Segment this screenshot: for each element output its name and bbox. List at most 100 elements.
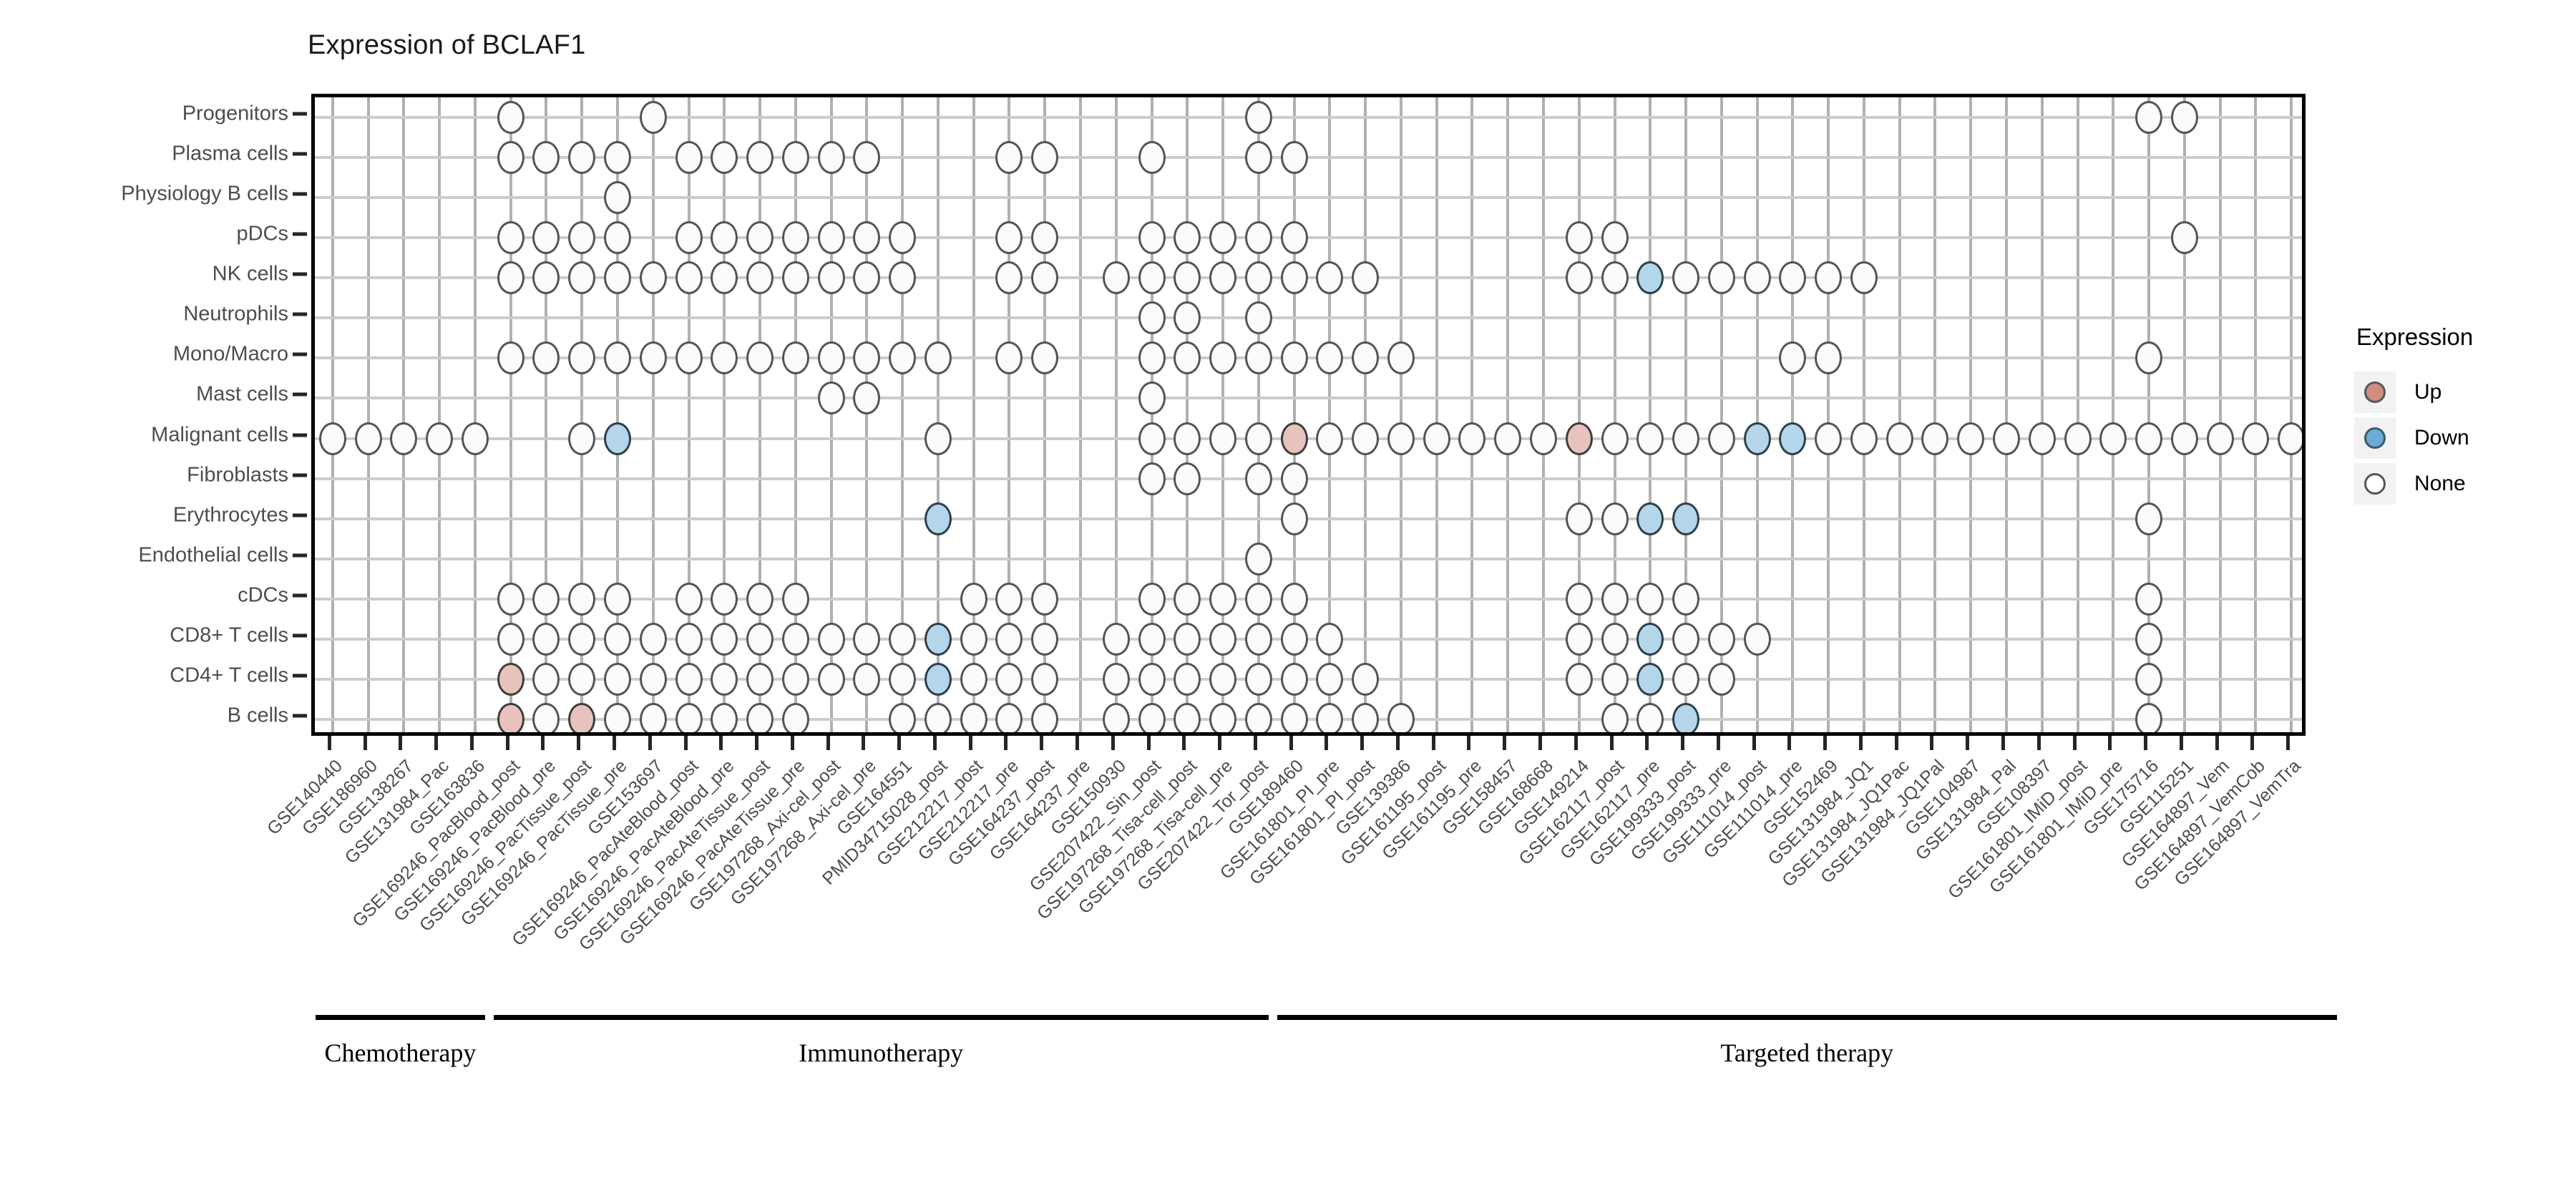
expression-dot[interactable]	[995, 702, 1023, 732]
expression-dot[interactable]	[604, 702, 632, 732]
expression-dot[interactable]	[568, 662, 596, 696]
expression-dot[interactable]	[604, 141, 632, 175]
expression-dot[interactable]	[1565, 662, 1593, 696]
expression-dot[interactable]	[1601, 221, 1629, 255]
expression-dot[interactable]	[1707, 422, 1735, 455]
expression-dot[interactable]	[1672, 622, 1700, 656]
expression-dot[interactable]	[711, 702, 738, 732]
expression-dot[interactable]	[1031, 662, 1059, 696]
expression-dot[interactable]	[1280, 221, 1308, 255]
expression-dot[interactable]	[853, 341, 881, 375]
expression-dot[interactable]	[532, 662, 560, 696]
expression-dot[interactable]	[1707, 261, 1735, 295]
expression-dot[interactable]	[1209, 422, 1237, 455]
expression-dot[interactable]	[1601, 702, 1629, 732]
expression-dot[interactable]	[1850, 261, 1878, 295]
expression-dot[interactable]	[1779, 341, 1807, 375]
expression-dot[interactable]	[1138, 622, 1166, 656]
expression-dot[interactable]	[604, 422, 632, 455]
expression-dot[interactable]	[1174, 702, 1201, 732]
expression-dot[interactable]	[318, 422, 346, 455]
expression-dot[interactable]	[1244, 622, 1272, 656]
expression-dot[interactable]	[1244, 341, 1272, 375]
expression-dot[interactable]	[1565, 261, 1593, 295]
expression-dot[interactable]	[1636, 582, 1664, 616]
expression-dot[interactable]	[924, 502, 952, 535]
expression-dot[interactable]	[1280, 422, 1308, 455]
expression-dot[interactable]	[1316, 622, 1344, 656]
expression-dot[interactable]	[1138, 702, 1166, 732]
expression-dot[interactable]	[1244, 141, 1272, 175]
expression-dot[interactable]	[568, 221, 596, 255]
expression-dot[interactable]	[817, 381, 845, 415]
expression-dot[interactable]	[675, 662, 703, 696]
expression-dot[interactable]	[1031, 221, 1059, 255]
expression-dot[interactable]	[1529, 422, 1557, 455]
expression-dot[interactable]	[1815, 422, 1843, 455]
legend-item[interactable]: Down	[2354, 415, 2569, 461]
expression-dot[interactable]	[889, 221, 917, 255]
expression-dot[interactable]	[604, 622, 632, 656]
expression-dot[interactable]	[1244, 542, 1272, 575]
expression-dot[interactable]	[604, 662, 632, 696]
expression-dot[interactable]	[2170, 422, 2198, 455]
expression-dot[interactable]	[604, 582, 632, 616]
expression-dot[interactable]	[1316, 261, 1344, 295]
expression-dot[interactable]	[639, 101, 667, 135]
legend-item[interactable]: None	[2354, 461, 2569, 507]
expression-dot[interactable]	[1244, 582, 1272, 616]
expression-dot[interactable]	[995, 141, 1023, 175]
expression-dot[interactable]	[639, 662, 667, 696]
expression-dot[interactable]	[1244, 301, 1272, 335]
expression-dot[interactable]	[532, 622, 560, 656]
expression-dot[interactable]	[1352, 261, 1380, 295]
expression-dot[interactable]	[2099, 422, 2127, 455]
expression-dot[interactable]	[532, 141, 560, 175]
expression-dot[interactable]	[853, 662, 881, 696]
expression-dot[interactable]	[1174, 221, 1201, 255]
expression-dot[interactable]	[889, 622, 917, 656]
expression-dot[interactable]	[1815, 261, 1843, 295]
expression-dot[interactable]	[639, 261, 667, 295]
expression-dot[interactable]	[746, 221, 774, 255]
expression-dot[interactable]	[1352, 341, 1380, 375]
expression-dot[interactable]	[889, 341, 917, 375]
expression-dot[interactable]	[1636, 422, 1664, 455]
expression-dot[interactable]	[1031, 141, 1059, 175]
expression-dot[interactable]	[1672, 502, 1700, 535]
expression-dot[interactable]	[675, 622, 703, 656]
expression-dot[interactable]	[1636, 502, 1664, 535]
expression-dot[interactable]	[604, 221, 632, 255]
expression-dot[interactable]	[497, 582, 525, 616]
expression-dot[interactable]	[995, 221, 1023, 255]
expression-dot[interactable]	[1352, 702, 1380, 732]
expression-dot[interactable]	[497, 101, 525, 135]
expression-dot[interactable]	[781, 622, 809, 656]
expression-dot[interactable]	[1280, 141, 1308, 175]
expression-dot[interactable]	[568, 261, 596, 295]
expression-dot[interactable]	[1209, 221, 1237, 255]
expression-dot[interactable]	[1494, 422, 1522, 455]
expression-dot[interactable]	[1316, 702, 1344, 732]
expression-dot[interactable]	[2135, 101, 2163, 135]
expression-dot[interactable]	[1636, 622, 1664, 656]
expression-dot[interactable]	[1565, 622, 1593, 656]
expression-dot[interactable]	[889, 702, 917, 732]
expression-dot[interactable]	[568, 582, 596, 616]
expression-dot[interactable]	[1565, 221, 1593, 255]
expression-dot[interactable]	[1743, 622, 1771, 656]
expression-dot[interactable]	[1885, 422, 1913, 455]
expression-dot[interactable]	[1957, 422, 1985, 455]
expression-dot[interactable]	[746, 702, 774, 732]
expression-dot[interactable]	[1209, 261, 1237, 295]
expression-dot[interactable]	[960, 702, 987, 732]
expression-dot[interactable]	[1707, 662, 1735, 696]
expression-dot[interactable]	[2170, 221, 2198, 255]
expression-dot[interactable]	[461, 422, 489, 455]
expression-dot[interactable]	[853, 622, 881, 656]
expression-dot[interactable]	[1174, 341, 1201, 375]
expression-dot[interactable]	[960, 662, 987, 696]
expression-dot[interactable]	[711, 622, 738, 656]
expression-dot[interactable]	[497, 662, 525, 696]
expression-dot[interactable]	[1601, 622, 1629, 656]
